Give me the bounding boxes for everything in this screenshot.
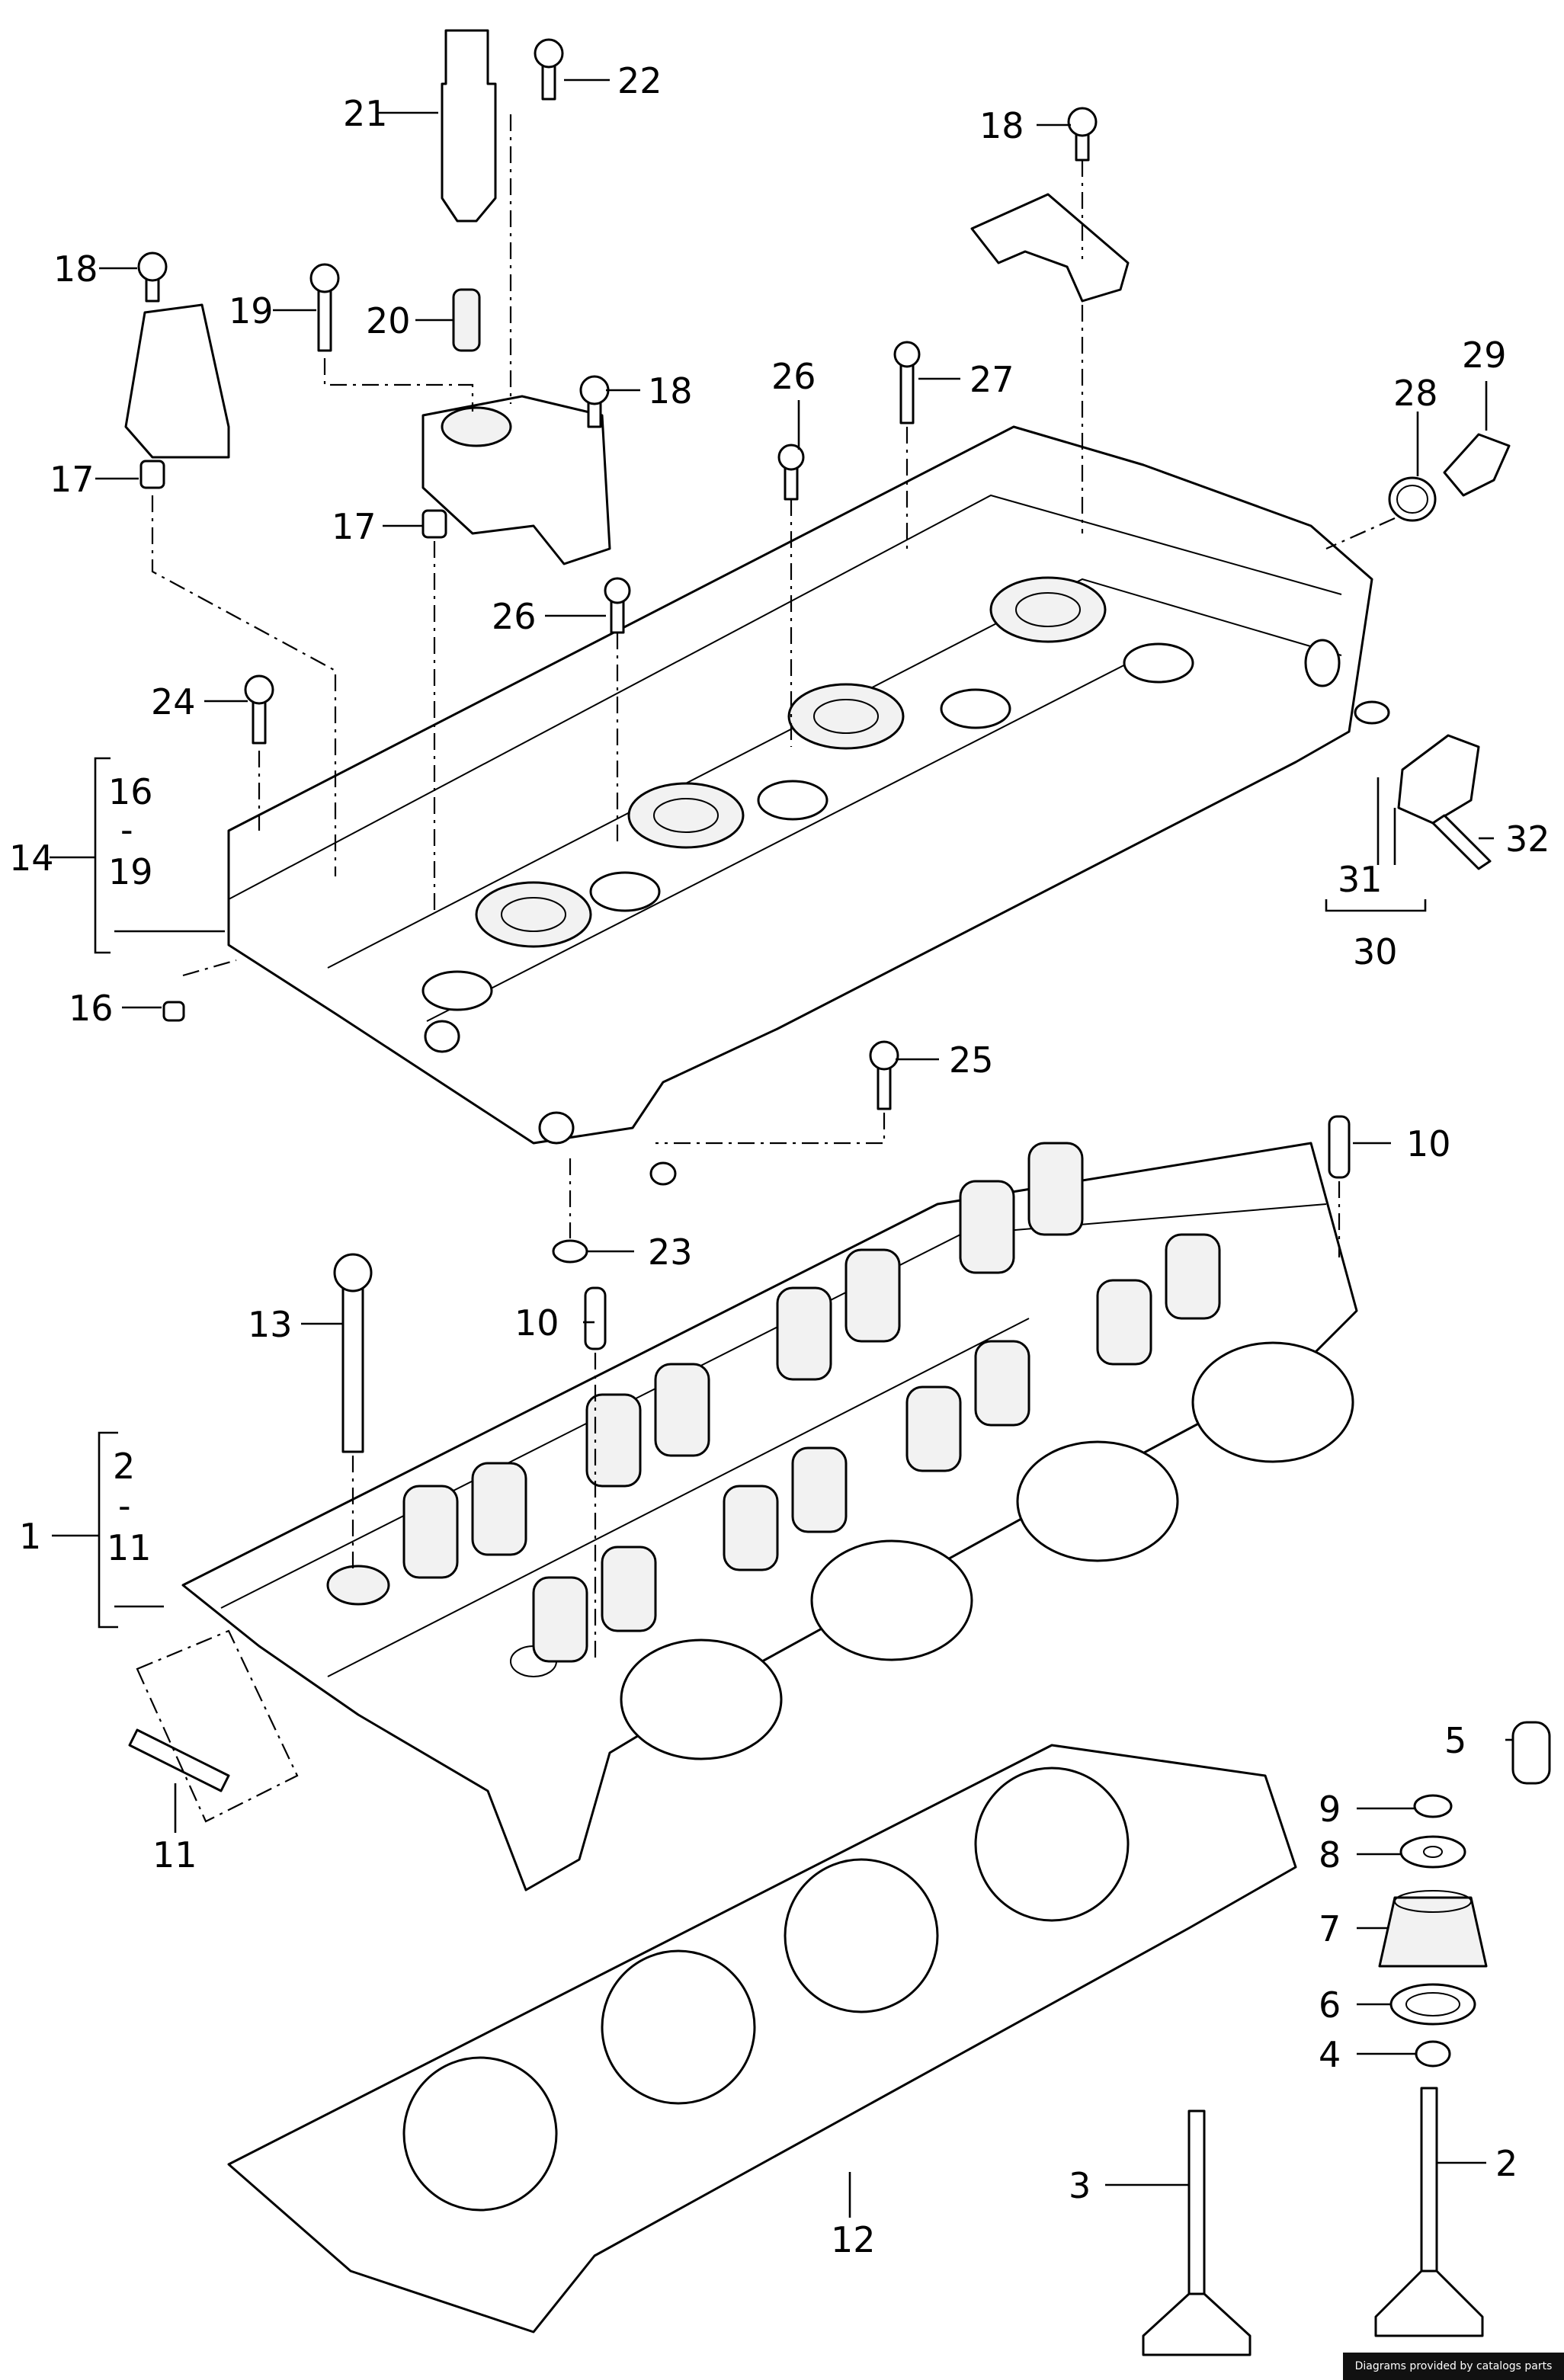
leader-lines [50, 78, 1513, 2218]
callout-16-range-dash: - [120, 809, 133, 850]
callout-14: 14 [9, 838, 54, 879]
callout-4: 4 [1319, 2034, 1341, 2075]
callout-11-range-end: 11 [107, 1527, 152, 1568]
callout-16-range-start: 16 [108, 771, 153, 812]
callout-8: 8 [1319, 1834, 1341, 1875]
callout-1: 1 [19, 1516, 41, 1557]
callout-2: 2 [1495, 2143, 1518, 2184]
callout-5: 5 [1444, 1720, 1466, 1761]
callout-20: 20 [366, 300, 411, 341]
callout-2-range-dash: - [118, 1485, 131, 1526]
callout-10-right: 10 [1406, 1123, 1451, 1164]
callout-17-left: 17 [50, 459, 95, 500]
callout-23: 23 [648, 1232, 693, 1273]
callout-27: 27 [969, 359, 1014, 400]
callout-18-center: 18 [648, 370, 693, 412]
callout-26-upper: 26 [771, 356, 816, 397]
assembly-lines [136, 114, 1396, 1823]
small-parts [124, 29, 1551, 2356]
callout-18-left: 18 [53, 248, 98, 290]
callout-26-lower: 26 [492, 596, 537, 637]
callout-19: 19 [229, 290, 274, 332]
callout-31: 31 [1338, 859, 1383, 900]
callout-18-right: 18 [979, 105, 1024, 146]
callout-28: 28 [1393, 373, 1438, 414]
callout-25: 25 [949, 1039, 994, 1081]
callout-16: 16 [69, 988, 114, 1029]
callout-22: 22 [617, 60, 662, 101]
callout-29: 29 [1462, 335, 1507, 376]
callout-13: 13 [248, 1304, 293, 1345]
camshaft-housing [227, 425, 1373, 1186]
callout-30: 30 [1353, 931, 1398, 972]
callout-9: 9 [1319, 1789, 1341, 1830]
callout-2-range-start: 2 [113, 1446, 135, 1487]
callout-32: 32 [1505, 818, 1550, 860]
callout-7: 7 [1319, 1908, 1341, 1949]
callout-21: 21 [343, 93, 388, 134]
callout-19-range-end: 19 [108, 851, 153, 892]
callout-12: 12 [831, 2219, 876, 2260]
callout-6: 6 [1319, 1984, 1341, 2026]
callout-11: 11 [152, 1834, 197, 1875]
callout-17-center: 17 [332, 506, 377, 547]
head-gasket [227, 1744, 1297, 2334]
callout-labels: 21 22 20 19 18 17 17 18 18 26 26 27 28 2… [9, 60, 1550, 2260]
callout-24: 24 [151, 681, 196, 722]
valve-springs [402, 1142, 1221, 1663]
credit-label: Diagrams provided by catalogs parts [1343, 2353, 1564, 2380]
callout-3: 3 [1069, 2165, 1091, 2206]
callout-10-left: 10 [514, 1302, 559, 1344]
